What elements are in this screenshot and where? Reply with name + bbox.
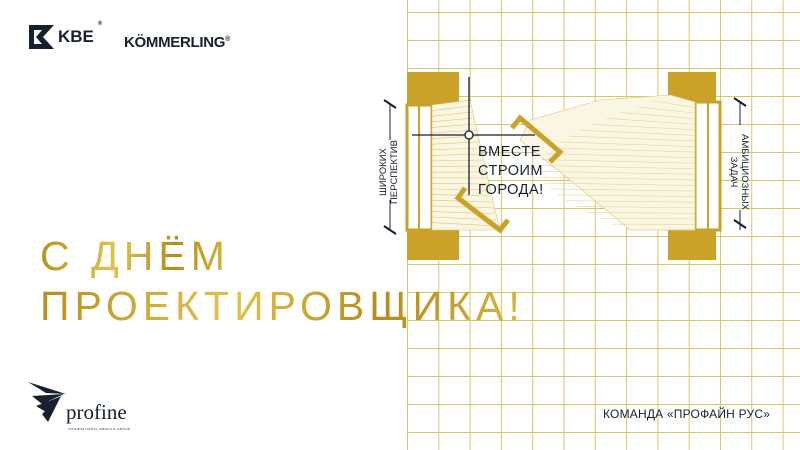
svg-text:ПЕРСПЕКТИВ: ПЕРСПЕКТИВ xyxy=(389,140,400,204)
fan-line xyxy=(599,217,696,220)
svg-text:ВМЕСТЕ: ВМЕСТЕ xyxy=(478,144,541,160)
fan-line xyxy=(539,165,696,170)
left-dimension-label: ШИРОКИХ ПЕРСПЕКТИВ xyxy=(378,140,400,204)
fan-line xyxy=(431,123,476,128)
fan-line xyxy=(566,200,696,203)
fan-line xyxy=(431,141,480,145)
fan-line xyxy=(431,222,498,227)
fan-line xyxy=(431,99,471,106)
kommerling-logo: KÖMMERLING® xyxy=(124,34,231,51)
fan-line xyxy=(431,117,474,123)
fan-line xyxy=(568,135,696,142)
fan-line xyxy=(557,194,696,197)
left-sash-fan xyxy=(431,99,501,231)
profine-logo-text: profine xyxy=(66,400,127,424)
svg-text:АМБИЦИОЗНЫХ: АМБИЦИОЗНЫХ xyxy=(739,134,750,211)
svg-text:ШИРОКИХ: ШИРОКИХ xyxy=(378,147,389,195)
kbe-logo-text: KBE xyxy=(58,27,94,46)
fan-line xyxy=(431,165,485,167)
fan-line xyxy=(606,118,696,125)
fan-line xyxy=(637,106,696,114)
fan-line xyxy=(545,153,696,158)
svg-text:ГОРОДА!: ГОРОДА! xyxy=(478,182,544,198)
fan-line xyxy=(431,205,494,209)
crosshair-point xyxy=(464,130,474,140)
fan-line xyxy=(431,111,473,117)
center-slogan: ВМЕСТЕ СТРОИМ ГОРОДА! xyxy=(478,144,544,198)
fan-line xyxy=(592,124,696,131)
profine-tagline: INTERNATIONAL PROFILE GROUP xyxy=(68,427,131,431)
heading-line-1: С ДНЁМ xyxy=(40,233,230,279)
fan-line xyxy=(551,147,696,153)
window-illustration: ШИРОКИХ ПЕРСПЕКТИВ АМБИЦИОЗНЫХ ЗАДАЧ ВМЕ… xyxy=(378,72,750,260)
signature: КОМАНДА «ПРОФАЙН РУС» xyxy=(603,407,771,421)
fan-line xyxy=(550,188,696,192)
fan-line xyxy=(431,153,482,156)
fan-line xyxy=(431,105,472,111)
fan-line xyxy=(653,100,696,108)
kommerling-logo-text: KÖMMERLING xyxy=(124,34,226,51)
fan-line xyxy=(621,112,696,119)
fan-line xyxy=(431,183,489,185)
fan-line xyxy=(544,182,696,186)
fan-line xyxy=(539,171,696,175)
heading-line-2: ПРОЕКТИРОВЩИКА! xyxy=(40,283,525,329)
bracket-bottom xyxy=(454,186,510,234)
profine-wing-icon xyxy=(28,382,66,422)
fan-line xyxy=(541,159,696,164)
fan-line xyxy=(431,188,490,191)
kbe-logo: KBE ® xyxy=(29,21,102,49)
fan-line xyxy=(669,94,696,103)
right-dimension-label: АМБИЦИОЗНЫХ ЗАДАЧ xyxy=(728,134,750,211)
fan-line xyxy=(559,141,696,147)
fan-line xyxy=(587,212,696,214)
bracket-top xyxy=(510,114,564,164)
svg-text:ЗАДАЧ: ЗАДАЧ xyxy=(728,157,739,188)
fan-line xyxy=(541,176,696,181)
fan-line xyxy=(431,159,484,162)
fan-line xyxy=(579,129,696,136)
fan-line xyxy=(431,211,495,215)
profine-logo: profine INTERNATIONAL PROFILE GROUP xyxy=(28,380,130,431)
fan-line xyxy=(431,147,481,151)
kbe-logo-icon xyxy=(29,25,54,49)
fan-line xyxy=(576,206,696,209)
svg-text:СТРОИМ: СТРОИМ xyxy=(478,163,543,179)
